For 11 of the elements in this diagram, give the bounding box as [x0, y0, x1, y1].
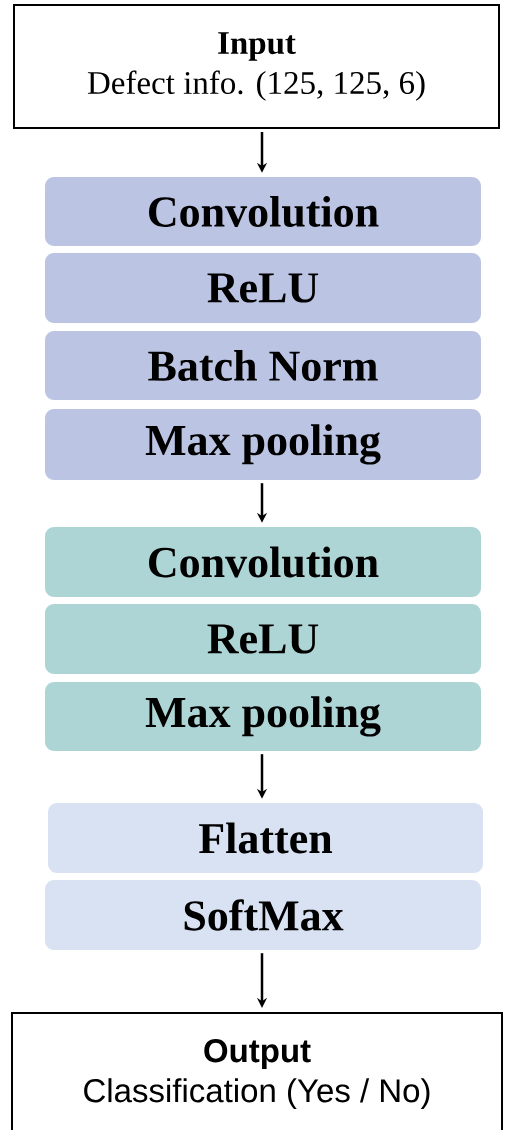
- layer-box: SoftMax: [45, 880, 481, 950]
- layer-box: Max pooling: [45, 409, 481, 480]
- output-box: Output Classification (Yes / No): [11, 1012, 503, 1130]
- input-box: Input Defect info. (125, 125, 6): [13, 4, 500, 129]
- layer-box: Max pooling: [45, 682, 481, 751]
- layer-box: ReLU: [45, 253, 481, 323]
- layer-box: ReLU: [45, 604, 481, 674]
- layer-box: Batch Norm: [45, 331, 481, 400]
- layer-box: Convolution: [45, 527, 481, 597]
- layer-box: Flatten: [48, 803, 483, 873]
- layer-box: Convolution: [45, 177, 481, 246]
